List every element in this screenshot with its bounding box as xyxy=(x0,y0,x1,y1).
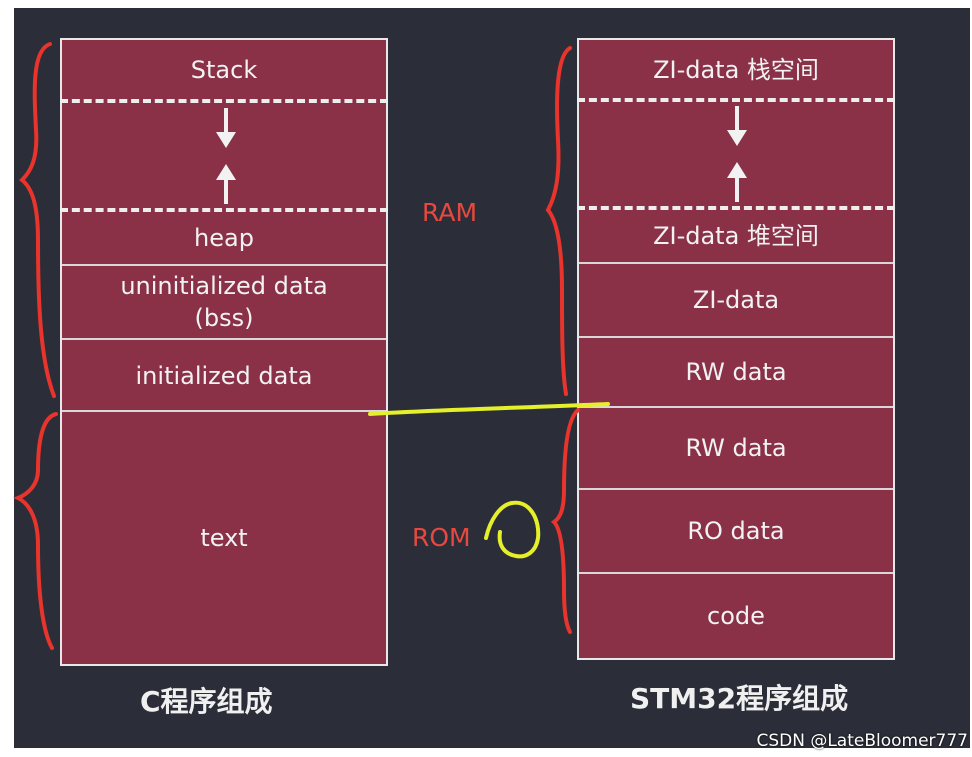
c-memory-column: Stack heap uninitialized data (bss) init… xyxy=(60,38,388,666)
c-stack-label: Stack xyxy=(190,55,258,84)
c-bss-label-line2: (bss) xyxy=(194,304,254,332)
c-heap-segment: heap xyxy=(62,212,386,264)
right-ram-brace xyxy=(545,46,572,396)
stm32-zi-data-label: ZI-data xyxy=(692,285,780,314)
stm32-rw-rom-segment: RW data xyxy=(579,406,893,488)
c-text-segment: text xyxy=(62,410,386,664)
c-stack-boundary-dashed xyxy=(60,99,388,103)
c-heap-label: heap xyxy=(194,223,254,252)
c-text-label: text xyxy=(200,523,248,552)
c-layout-caption: C程序组成 xyxy=(140,685,273,718)
c-heap-boundary-dashed xyxy=(60,208,388,212)
watermark: CSDN @LateBloomer777 xyxy=(756,731,968,751)
ram-rom-boundary-highlight xyxy=(368,402,610,416)
stm32-ro-data-segment: RO data xyxy=(579,488,893,572)
up-arrow-icon xyxy=(216,164,236,204)
stm32-rw-ram-label: RW data xyxy=(685,357,787,386)
stm32-zi-heap-segment: ZI-data 堆空间 xyxy=(579,210,893,262)
up-arrow-icon xyxy=(727,162,747,202)
right-rom-brace xyxy=(550,408,580,634)
stm32-zi-stack-label: ZI-data 栈空间 xyxy=(653,55,819,84)
stm32-code-segment: code xyxy=(579,572,893,658)
left-ram-brace xyxy=(19,42,56,398)
c-initialized-data-label: initialized data xyxy=(135,361,313,390)
stm32-rw-ram-segment: RW data xyxy=(579,336,893,406)
c-initialized-data-segment: initialized data xyxy=(62,338,386,412)
stm32-code-label: code xyxy=(707,601,765,630)
stm32-rw-rom-label: RW data xyxy=(685,433,787,462)
rom-annotation: ROM xyxy=(412,523,471,552)
stm32-zi-stack-segment: ZI-data 栈空间 xyxy=(579,40,893,100)
c-stack-segment: Stack xyxy=(62,40,386,100)
stm32-ro-data-label: RO data xyxy=(687,516,785,545)
ram-annotation: RAM xyxy=(422,198,478,227)
stm32-heap-boundary-dashed xyxy=(577,206,895,210)
stm32-layout-caption: STM32程序组成 xyxy=(630,682,849,715)
c-bss-segment: uninitialized data (bss) xyxy=(62,264,386,338)
rom-circle-highlight xyxy=(484,500,541,559)
stm32-zi-heap-label: ZI-data 堆空间 xyxy=(653,221,819,250)
c-bss-label-line1: uninitialized data xyxy=(120,271,328,300)
stm32-stack-boundary-dashed xyxy=(577,98,895,102)
down-arrow-icon xyxy=(216,108,236,148)
down-arrow-icon xyxy=(727,106,747,146)
stm32-zi-data-segment: ZI-data xyxy=(579,262,893,336)
left-rom-brace xyxy=(13,412,58,650)
stm32-memory-column: ZI-data 栈空间 ZI-data 堆空间 ZI-data RW data … xyxy=(577,38,895,660)
